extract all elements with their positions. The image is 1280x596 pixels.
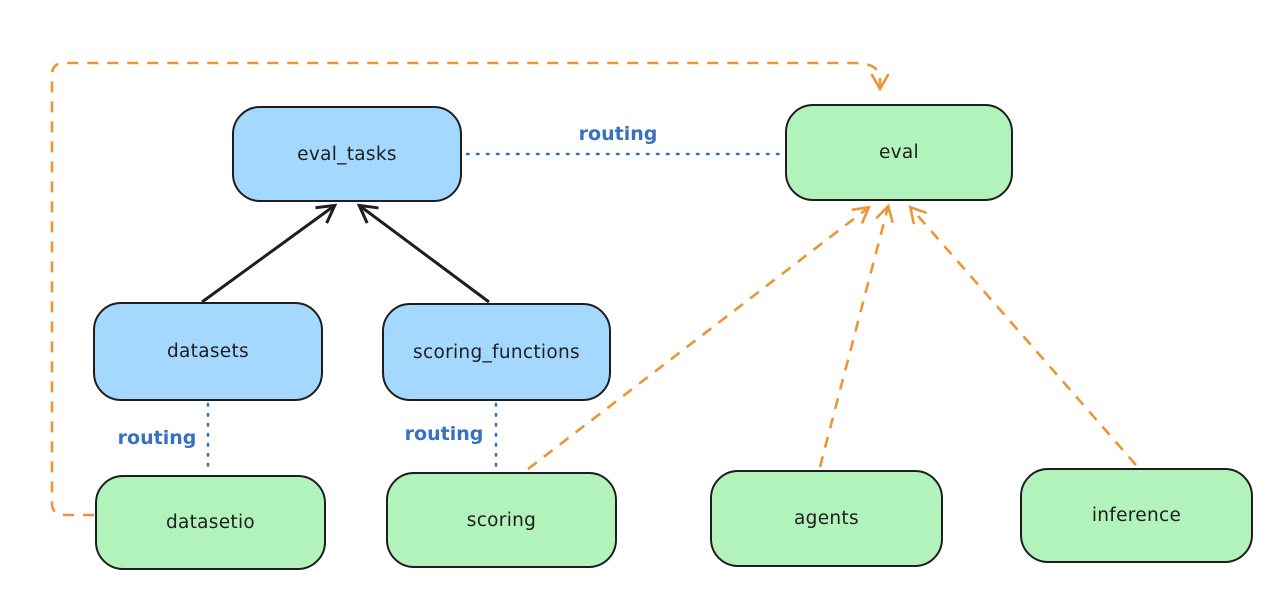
node-eval: eval xyxy=(785,104,1013,201)
edge-datasets-to-eval-tasks xyxy=(201,203,338,304)
node-eval-tasks: eval_tasks xyxy=(232,106,462,202)
edge-agents-to-eval xyxy=(818,203,894,468)
routing-label-top: routing xyxy=(579,123,658,145)
node-scoring-label: scoring xyxy=(466,509,537,531)
node-eval-tasks-label: eval_tasks xyxy=(297,143,397,165)
node-agents-label: agents xyxy=(794,508,859,529)
edge-datasetio-to-eval xyxy=(50,61,890,517)
node-datasets: datasets xyxy=(93,302,323,401)
routing-label-scoring: routing xyxy=(405,423,484,445)
node-scoring-functions-label: scoring_functions xyxy=(413,341,580,363)
node-datasetio-label: datasetio xyxy=(165,512,256,533)
edge-inference-to-eval xyxy=(908,205,1137,466)
node-datasetio: datasetio xyxy=(95,475,326,570)
node-scoring: scoring xyxy=(386,472,617,568)
node-eval-label: eval xyxy=(878,142,919,163)
node-agents: agents xyxy=(710,470,943,567)
routing-label-datasets: routing xyxy=(118,427,197,449)
node-datasets-label: datasets xyxy=(167,341,249,362)
edge-scoring-functions-to-eval-tasks xyxy=(356,203,490,304)
node-scoring-functions: scoring_functions xyxy=(382,303,611,401)
node-inference-label: inference xyxy=(1091,505,1182,526)
node-inference: inference xyxy=(1020,468,1253,563)
